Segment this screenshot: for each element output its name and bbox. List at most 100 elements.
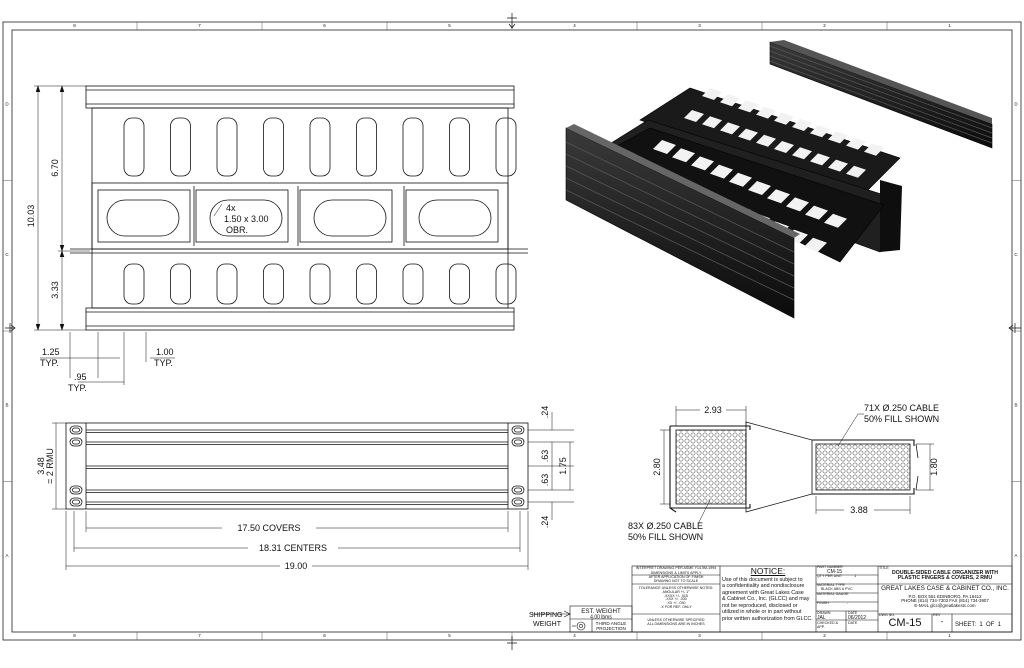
iso-slot <box>810 125 830 138</box>
callout-83-cable: 83X Ø.250 CABLE <box>628 521 703 531</box>
iso-slot <box>729 172 752 187</box>
oval-note-qty: 4x <box>226 203 236 213</box>
iso-slot <box>846 137 866 150</box>
dim-slot-width-typ: TYP. <box>154 358 173 368</box>
std-line-3: AFTER APPLICATION OF FINISH <box>648 574 704 579</box>
mount-hole-inner <box>72 439 80 445</box>
section-view <box>669 421 919 513</box>
company-addr-3: E-MAIL glcc@greatlakestc.com <box>914 602 976 608</box>
iso-cover-rib <box>565 177 795 289</box>
bottom-cover-rail <box>85 307 515 331</box>
mount-hole <box>511 485 525 495</box>
iso-cover-rib <box>769 45 993 129</box>
iso-slot <box>702 116 722 129</box>
zone-col-label: 7 <box>198 23 201 28</box>
notice-line: utilized in whole or in part without <box>722 609 802 616</box>
outer-border <box>2 21 1022 641</box>
weight-labels: EST. WEIGHT 4.00 lbms SHIPPING WEIGHT TH… <box>529 608 626 631</box>
dim-finger-width: 1.25 <box>42 347 60 357</box>
zone-col-label: 2 <box>823 23 826 28</box>
tol-head: TOLERANCE UNLESS OTHERWISE NOTED: <box>638 586 714 590</box>
dwg-no-area: DWG NO. CM-15 <box>879 613 931 629</box>
dim-offset: .95 <box>74 372 87 382</box>
mount-hole-inner <box>514 487 522 493</box>
window-frame <box>299 189 393 243</box>
top-view-labels: 10.03 6.70 3.33 4x 1.50 x 3.00 OBR. 1.25… <box>26 159 269 393</box>
shipping-label-2: WEIGHT <box>533 621 562 628</box>
dim-lower-height: 3.33 <box>50 281 60 299</box>
iso-cover-rib <box>565 165 795 277</box>
zone-col-label: 5 <box>448 23 451 28</box>
iso-slot <box>864 143 884 156</box>
iso-slot <box>710 164 733 179</box>
drawing-title-1: DOUBLE-SIDED CABLE ORGANIZER WITH <box>891 569 999 576</box>
callout-71-cable: 71X Ø.250 CABLE <box>864 403 939 413</box>
zone-row-label: D <box>1014 101 1018 106</box>
mount-hole <box>69 425 83 435</box>
dim-spacing-b: .63 <box>540 474 550 487</box>
tol-3: .XX +/- .030 <box>666 601 686 606</box>
iso-slot <box>804 237 827 252</box>
finger-slot <box>123 117 145 177</box>
iso-cover-rib <box>769 50 993 134</box>
date: 06/2012 <box>848 614 867 621</box>
callout-71-fill: 50% FILL SHOWN <box>864 414 939 424</box>
window-frame <box>195 189 289 243</box>
iso-slot <box>738 100 758 113</box>
std-line-1: INTERPRET DRAWING PER ASME Y14.5M-1994 <box>635 566 717 570</box>
window-frame <box>405 189 499 243</box>
title-label: TITLE <box>879 566 889 570</box>
iso-slot <box>805 205 828 220</box>
finger-slot <box>402 117 424 177</box>
notice-line: agreement with Great Lakes Case <box>722 589 804 596</box>
isometric-view <box>565 40 993 319</box>
material-label: MATERIAL TYPE <box>817 583 845 587</box>
finger-slot <box>263 117 284 177</box>
iso-slot <box>767 189 790 204</box>
notice-line: a confidentiality and nondisclosure <box>722 583 805 590</box>
front-view-dimensions <box>52 412 574 570</box>
zone-row-label: A <box>5 553 8 558</box>
finger-slot <box>216 117 238 177</box>
qty-label: QTY PER UNIT <box>817 574 843 578</box>
zone-col-label: 3 <box>698 633 701 638</box>
rev: - <box>940 616 944 626</box>
iso-slot <box>756 106 776 119</box>
qty: 1 <box>854 574 857 578</box>
tol-2: .XXX +/- .030 <box>665 597 687 602</box>
mount-hole <box>69 437 83 447</box>
zone-row-label: D <box>5 101 9 106</box>
zone-col-label: 3 <box>698 23 701 28</box>
shipping-label-1: SHIPPING <box>529 612 562 619</box>
mount-hole <box>511 425 525 435</box>
centering-marks <box>5 13 1021 650</box>
company-area: GREAT LAKES CASE & CABINET CO., INC. P.O… <box>879 585 1011 609</box>
iso-cover-rib <box>565 153 795 265</box>
dim-section-width-small: 3.88 <box>850 505 868 515</box>
iso-slot <box>756 134 776 147</box>
part-no-label: PART NUMBER <box>817 565 843 569</box>
iso-slot <box>774 112 794 125</box>
iso-slot <box>792 147 812 160</box>
mount-hole-inner <box>72 427 80 433</box>
iso-slot <box>792 119 812 131</box>
dim-hole-pitch: 1.75 <box>558 457 568 475</box>
dim-bottom-margin: .24 <box>540 516 550 529</box>
dim-section-width: 2.93 <box>704 405 722 415</box>
oval-hole <box>106 199 180 237</box>
date-block: DATE 06/2012 DATE <box>848 611 876 626</box>
mount-hole-inner <box>514 499 522 505</box>
mount-hole <box>69 485 83 495</box>
iso-slot <box>786 197 809 212</box>
zone-col-label: 8 <box>73 23 76 28</box>
tol-angular: ANGULAR +/- 1° <box>662 589 690 594</box>
dim-slot-width: 1.00 <box>156 347 174 357</box>
sheet-count: SHEET: 1 OF 1 <box>955 622 1002 628</box>
drawn-label: DRAWN <box>817 611 831 615</box>
mount-hole-inner <box>72 499 80 505</box>
iso-slot <box>824 213 847 228</box>
finger-slot <box>263 263 284 305</box>
dim-offset-typ: TYP. <box>68 383 87 393</box>
zone-row-label: B <box>1014 402 1017 407</box>
